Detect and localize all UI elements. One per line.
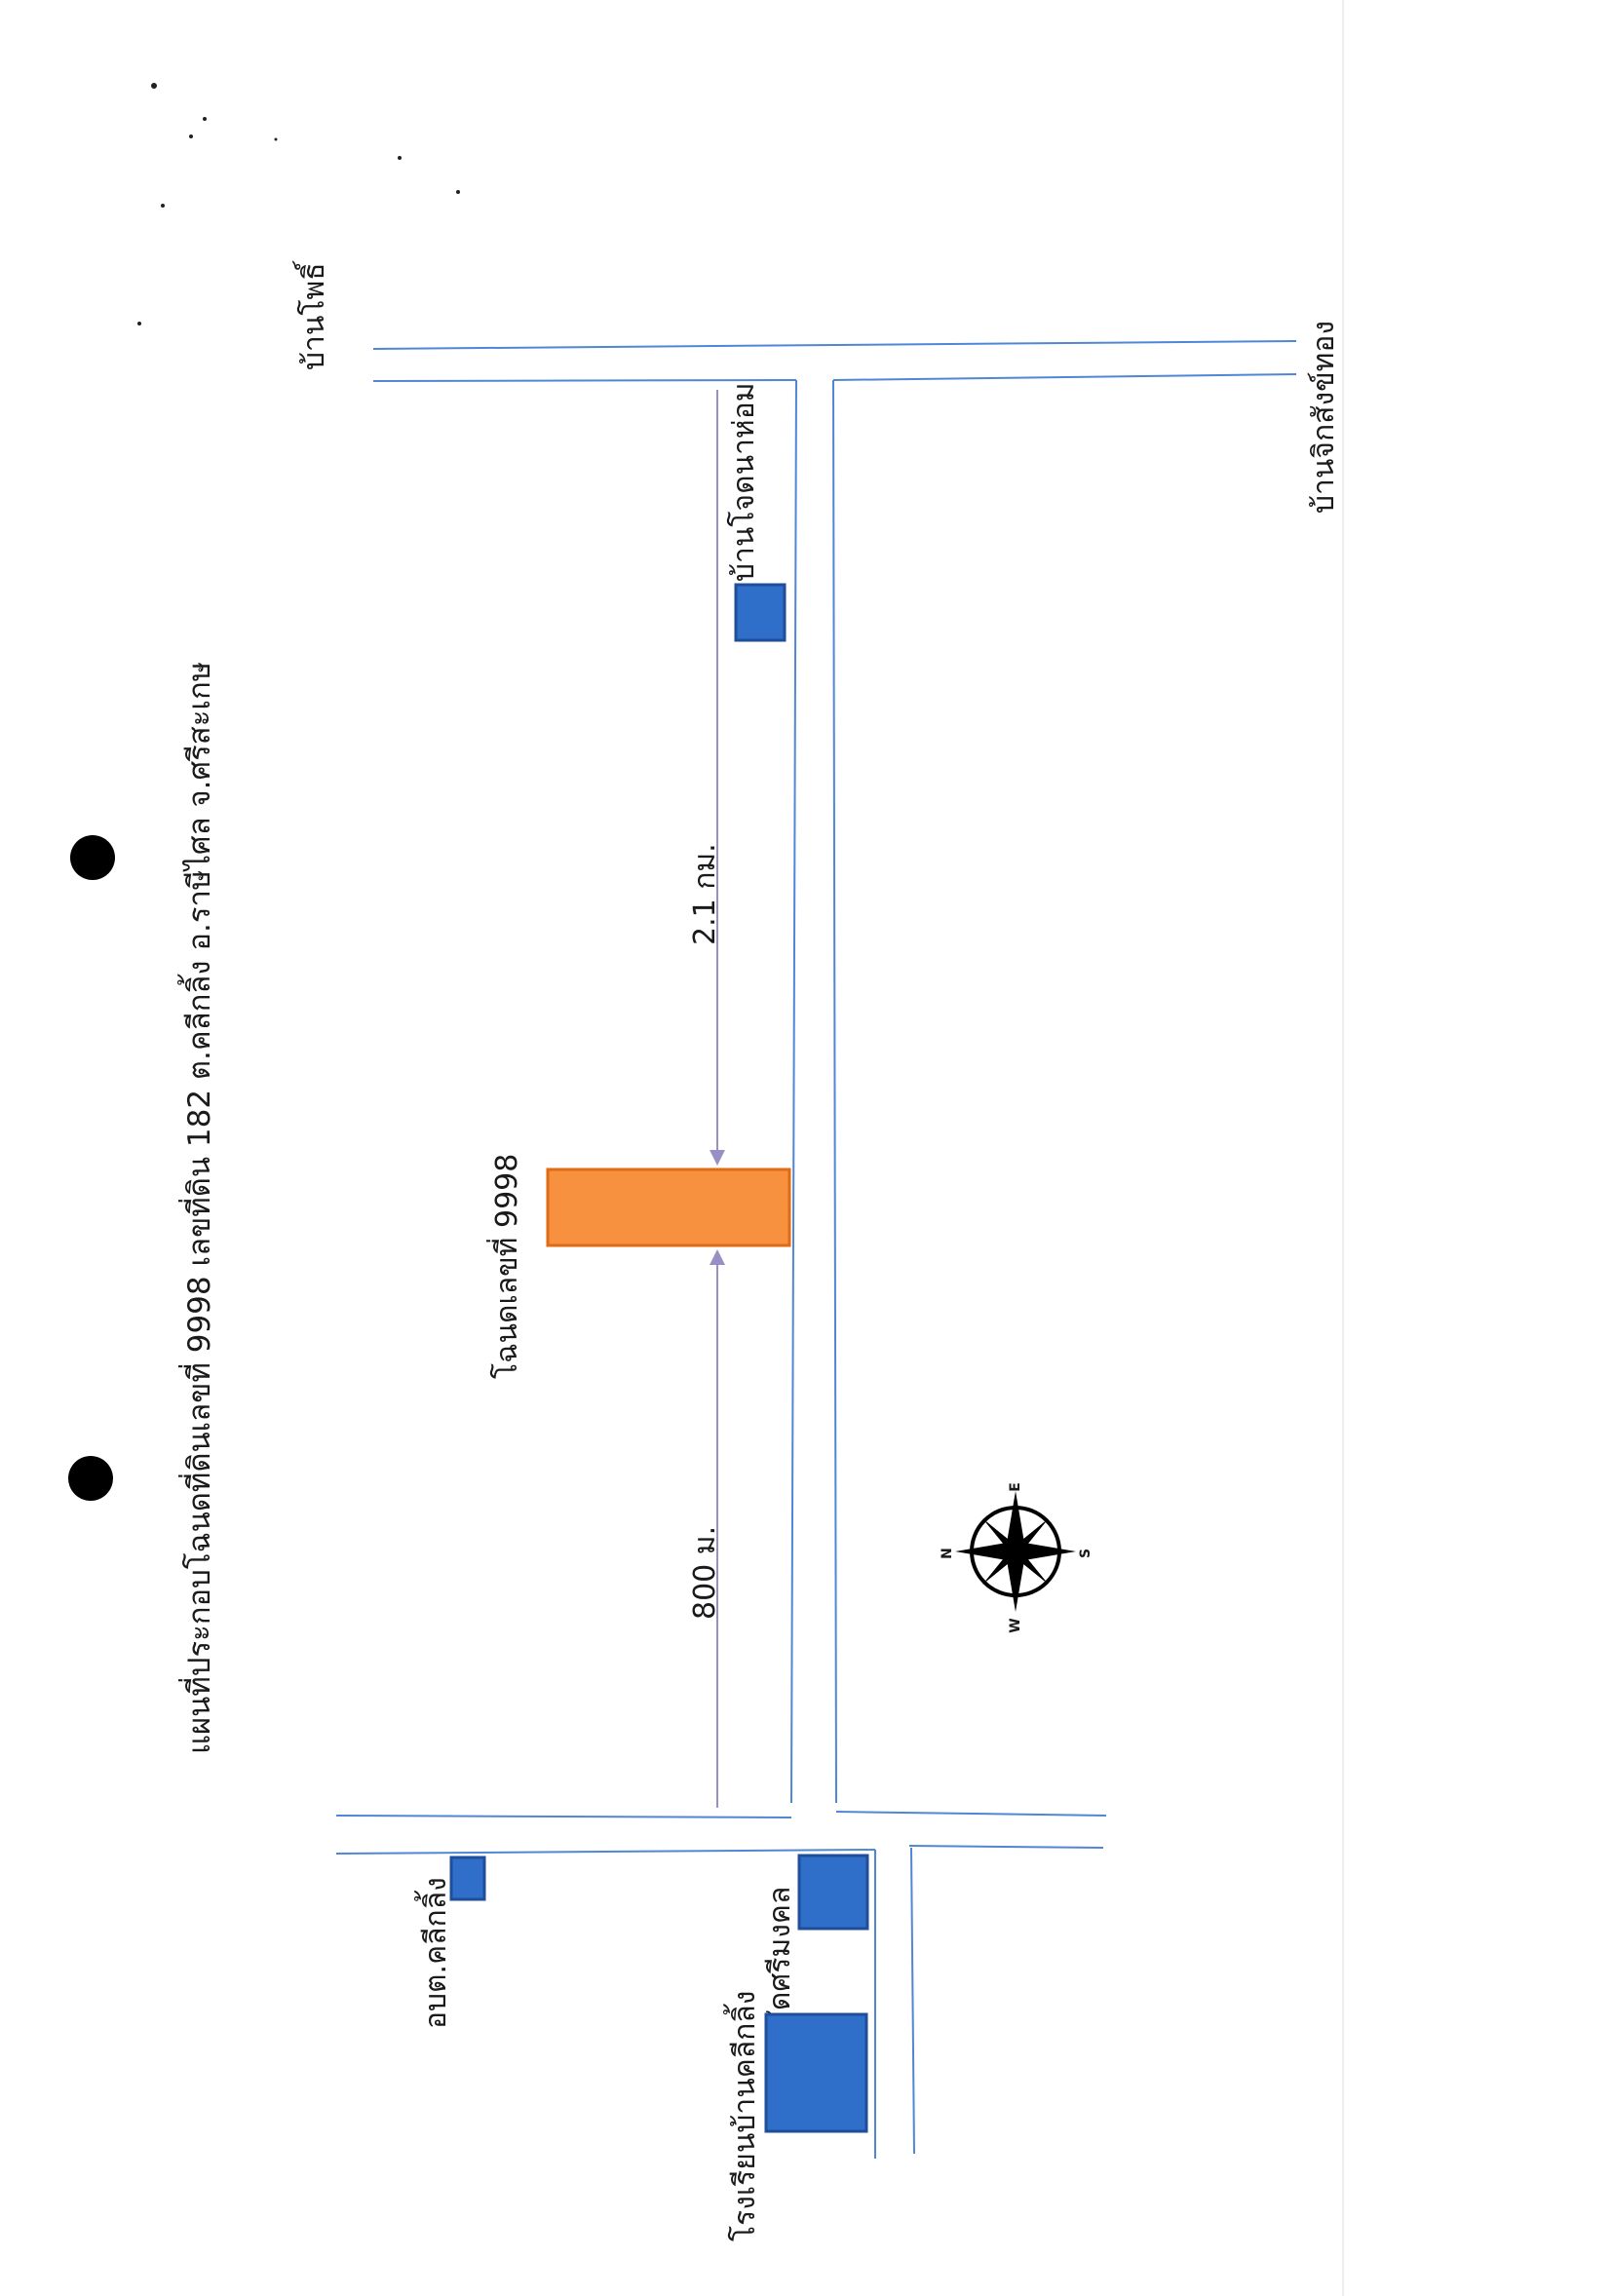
- road-main-edge-west: [790, 379, 797, 1804]
- road-south-edge-top-east: [835, 1811, 1107, 1817]
- compass-e: E: [1008, 1482, 1023, 1492]
- compass-diagonals: [982, 1518, 1049, 1585]
- road-south-edge-bottom-east: [908, 1845, 1104, 1849]
- scan-noise: [137, 83, 460, 325]
- map-title: แผนที่ประกอบโฉนดที่ดินเลขที่ 9998 เลขที่…: [177, 662, 217, 1754]
- road-south-branch-edge-east: [910, 1847, 915, 2155]
- deed-plot-9998: [546, 1167, 791, 1247]
- road-north-edge-bottom-east: [832, 373, 1297, 381]
- road-south-edge-top-west: [335, 1815, 792, 1818]
- dimension-south: 800 ม.: [688, 1249, 725, 1808]
- road-main-edge-east: [832, 379, 837, 1804]
- compass-s: S: [1078, 1549, 1094, 1558]
- road-network: [335, 340, 1297, 2159]
- compass-rose-icon: N E S W: [940, 1482, 1094, 1633]
- building-obt-khli-kling: [449, 1856, 486, 1901]
- punch-hole-bottom: [68, 1456, 113, 1501]
- label-obt-khli-kling: อบต.คลีกลิ้ง: [414, 1877, 453, 2029]
- compass-n: N: [940, 1548, 955, 1559]
- road-south-edge-bottom-west: [335, 1849, 876, 1855]
- dimension-north: 2.1 กม.: [688, 390, 725, 1166]
- dimension-arrow-south: [710, 1249, 725, 1265]
- compass-w: W: [1008, 1618, 1023, 1632]
- punch-hole-top: [70, 835, 115, 880]
- label-ban-chot-na-hom: บ้านโจดนาห่อม: [726, 383, 761, 583]
- road-north-edge-bottom: [372, 379, 797, 382]
- distance-label-south: 800 ม.: [688, 1526, 722, 1620]
- label-ban-chik-sang-thong: บ้านจิกสังข์ทอง: [1307, 321, 1341, 514]
- label-ban-pho: บ้านโพธิ์: [292, 260, 331, 370]
- building-wat-si-mongkhon: [797, 1854, 869, 1931]
- road-north-edge-top: [372, 340, 1297, 350]
- building-school-ban-khli-kling: [764, 2012, 868, 2133]
- label-school-ban-khli-kling: โรงเรียนบ้านคลีกลิ้ง: [723, 1991, 762, 2241]
- distance-label-north: 2.1 กม.: [688, 843, 722, 945]
- dimension-arrow-north: [710, 1150, 725, 1166]
- label-wat-si-mongkhon: วัดศรีมงคล: [763, 1887, 797, 2027]
- label-deed-plot: โฉนดเลขที่ 9998: [486, 1154, 524, 1379]
- building-ban-chot-na-hom: [734, 583, 787, 642]
